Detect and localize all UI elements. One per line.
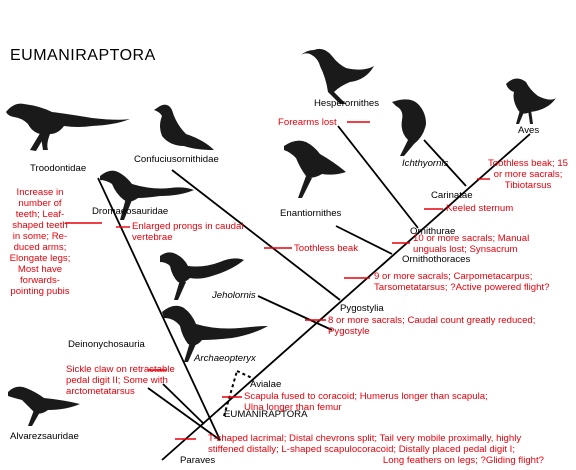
taxon-alvarezsauridae: Alvarezsauridae	[10, 431, 79, 442]
hesperornis-silhouette-icon	[300, 48, 374, 104]
character-keeled-sternum: Keeled sternum	[446, 203, 514, 214]
taxon-deinonychosauria: Deinonychosauria	[68, 339, 145, 350]
character-carinatae: Toothless beak; 15 or more sacrals; Tibi…	[487, 158, 568, 191]
diagram-title: EUMANIRAPTORA	[10, 47, 156, 64]
taxon-aves: Aves	[518, 125, 540, 136]
confuciusornis-silhouette-icon	[154, 104, 214, 150]
taxon-hesperornithes: Hesperornithes	[314, 98, 380, 109]
dromaeosaurid-silhouette-icon	[100, 170, 194, 220]
taxon-avialae: Avialae	[250, 379, 282, 390]
taxon-ornithurae: Ornithurae	[410, 226, 456, 237]
ichthyornis-silhouette-icon	[392, 99, 426, 156]
character-deinonychosauria: Sickle claw on retractable pedal digit I…	[66, 364, 175, 397]
character-toothless-beak: Toothless beak	[294, 243, 358, 254]
node-eumaniraptora: EUMANIRAPTORA	[224, 409, 308, 420]
character-pygostylia: 8 or more sacrals; Caudal count greatly …	[328, 315, 536, 337]
character-dromaeosauridae: Enlarged prongs in caudal vertebrae	[132, 221, 244, 243]
enantiornithes-silhouette-icon	[284, 140, 346, 198]
character-paraves: T-shaped lacrimal; Distal chevrons split…	[208, 433, 544, 466]
taxon-enantiornithes: Enantiornithes	[280, 208, 342, 219]
character-forearms-lost: Forearms lost	[278, 117, 337, 128]
archaeopteryx-silhouette-icon	[162, 305, 268, 362]
taxon-dromaeosauridae: Dromaeosauridae	[92, 206, 169, 217]
troodontid-silhouette-icon	[6, 103, 130, 151]
taxon-archaeopteryx: Archaeopteryx	[194, 353, 256, 364]
taxon-ichthyornis: Ichthyornis	[402, 158, 449, 169]
taxon-pygostylia: Pygostylia	[340, 303, 384, 314]
aves-silhouette-icon	[506, 78, 556, 124]
character-ornithurae: 10 or more sacrals; Manual unguals lost;…	[413, 233, 530, 255]
node-paraves: Paraves	[180, 455, 216, 466]
alvarezsaurid-silhouette-icon	[8, 386, 80, 426]
taxon-confuciusornithidae: Confuciusornithidae	[134, 154, 219, 165]
taxon-carinatae: Carinatae	[431, 190, 473, 201]
taxon-jeholornis: Jeholornis	[212, 290, 256, 301]
character-avialae: Scapula fused to coracoid; Humerus longe…	[244, 391, 488, 413]
taxon-troodontidae: Troodontidae	[30, 163, 87, 174]
character-troodontidae: Increase in number of teeth; Leaf- shape…	[9, 187, 71, 297]
character-ornithothoraces: 9 or more sacrals; Carpometacarpus; Tars…	[374, 271, 550, 293]
taxon-ornithothoraces: Ornithothoraces	[402, 254, 471, 265]
jeholornis-silhouette-icon	[160, 252, 244, 300]
